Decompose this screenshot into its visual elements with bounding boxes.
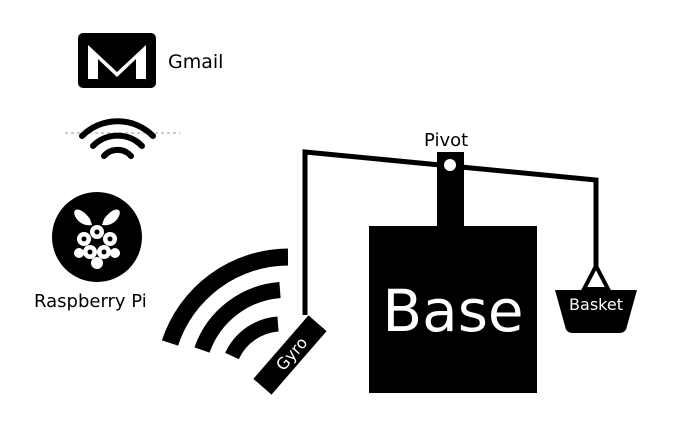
- base-block: [369, 226, 537, 393]
- wifi-signal-icon: [161, 248, 289, 360]
- gmail-envelope-icon: [78, 33, 156, 88]
- pivot-label: Pivot: [424, 130, 468, 151]
- wifi-icon: [65, 118, 180, 159]
- raspberry-pi-icon: [52, 192, 142, 282]
- basket-icon: [555, 261, 637, 333]
- raspberry-pi-label: Raspberry Pi: [34, 291, 147, 312]
- gmail-label: Gmail: [168, 51, 223, 73]
- pivot-post: [437, 152, 464, 228]
- basket-label: Basket: [569, 295, 623, 314]
- base-label: Base: [382, 277, 523, 345]
